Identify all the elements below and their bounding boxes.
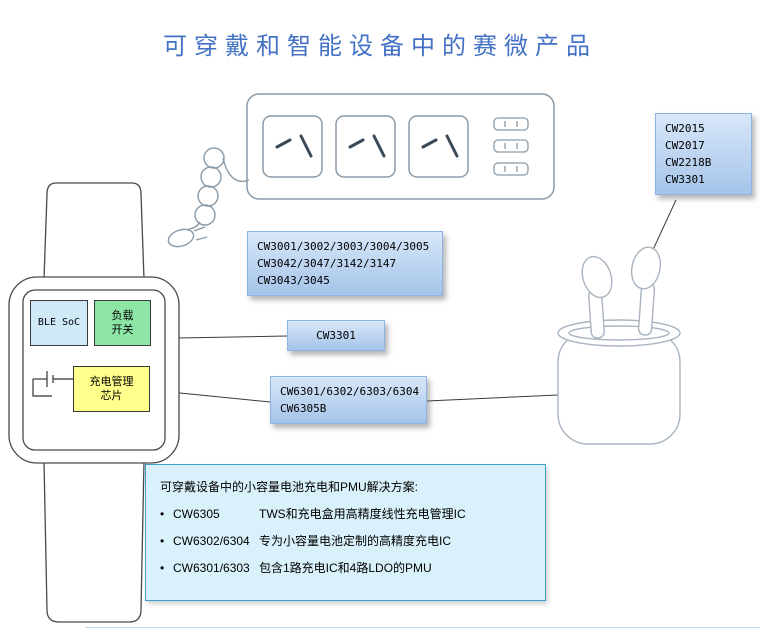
usb-ports <box>493 117 529 176</box>
solution-item: • CW6302/6304 专为小容量电池定制的高精度充电IC <box>160 534 531 549</box>
page-title: 可穿戴和智能设备中的赛微产品 <box>163 34 597 60</box>
outlet-socket <box>335 115 396 178</box>
callout-line: CW3001/3002/3003/3004/3005 <box>257 240 430 253</box>
earbud-case <box>557 331 681 445</box>
solution-part: CW6305 <box>173 507 220 521</box>
connector-charger-callout-to-earbuds <box>426 394 559 402</box>
callout-line: CW3043/3045 <box>257 274 330 287</box>
callout-line: CW2017 <box>665 139 705 152</box>
solution-desc: TWS和充电盒用高精度线性充电管理IC <box>259 507 466 521</box>
solution-item: • CW6305 TWS和充电盒用高精度线性充电管理IC <box>160 507 531 522</box>
earbud-case-opening-inner <box>568 325 670 341</box>
solution-item: • CW6301/6303 包含1路充电IC和4路LDO的PMU <box>160 561 531 576</box>
power-cord <box>184 147 250 232</box>
battery-symbol-icon <box>32 371 73 397</box>
usb-port-icon <box>493 117 529 131</box>
charge-mgmt-label: 充电管理 芯片 <box>89 376 134 402</box>
outlet-slots <box>275 134 459 158</box>
callout-charger: CW6301/6302/6303/6304 CW6305B <box>270 376 427 424</box>
bullet-icon: • <box>160 561 165 575</box>
connector-watch-to-cw3301 <box>176 335 288 339</box>
earbud-right-stem <box>637 282 656 336</box>
callout-cw3301: CW3301 <box>287 320 385 351</box>
watch-charge-mgmt-box: 充电管理 芯片 <box>73 366 150 412</box>
ble-soc-label: BLE SoC <box>37 317 81 328</box>
load-switch-label: 负载 开关 <box>111 310 134 336</box>
callout-line: CW6301/6302/6303/6304 <box>280 385 420 398</box>
callout-line: CW3042/3047/3142/3147 <box>257 257 397 270</box>
solution-desc: 包含1路充电IC和4路LDO的PMU <box>259 561 432 575</box>
usb-port-icon <box>493 162 529 176</box>
callout-line: CW2218B <box>665 156 712 169</box>
earbud-left-head <box>581 255 613 299</box>
usb-port-icon <box>493 139 529 153</box>
bullet-icon: • <box>160 534 165 548</box>
solution-desc: 专为小容量电池定制的高精度充电IC <box>259 534 452 548</box>
tws-earbuds-illustration <box>557 246 681 445</box>
callout-line: CW3301 <box>316 329 356 342</box>
callout-adapter: CW3001/3002/3003/3004/3005 CW3042/3047/3… <box>247 231 443 296</box>
callout-line: CW6305B <box>280 402 327 415</box>
callout-line: CW2015 <box>665 122 705 135</box>
solution-box: 可穿戴设备中的小容量电池充电和PMU解决方案: • CW6305 TWS和充电盒… <box>145 464 546 601</box>
watch-load-switch-box: 负载 开关 <box>94 300 151 346</box>
solution-part: CW6302/6304 <box>173 534 250 548</box>
outlet-socket <box>262 115 323 178</box>
watch-top-strap <box>43 182 145 280</box>
outlet-socket <box>408 115 469 178</box>
callout-line: CW3301 <box>665 173 705 186</box>
bullet-icon: • <box>160 507 165 521</box>
solution-part: CW6301/6303 <box>173 561 250 575</box>
callout-top-right: CW2015 CW2017 CW2218B CW3301 <box>655 113 752 195</box>
watch-bottom-strap <box>43 460 145 623</box>
power-plug-icon <box>167 226 208 248</box>
power-strip-illustration <box>246 93 555 200</box>
power-strip-body <box>246 93 555 200</box>
watch-ble-soc-box: BLE SoC <box>30 300 88 346</box>
earbud-right-head <box>630 246 662 290</box>
solution-title: 可穿戴设备中的小容量电池充电和PMU解决方案: <box>160 480 419 494</box>
bottom-edge-line <box>85 627 760 628</box>
